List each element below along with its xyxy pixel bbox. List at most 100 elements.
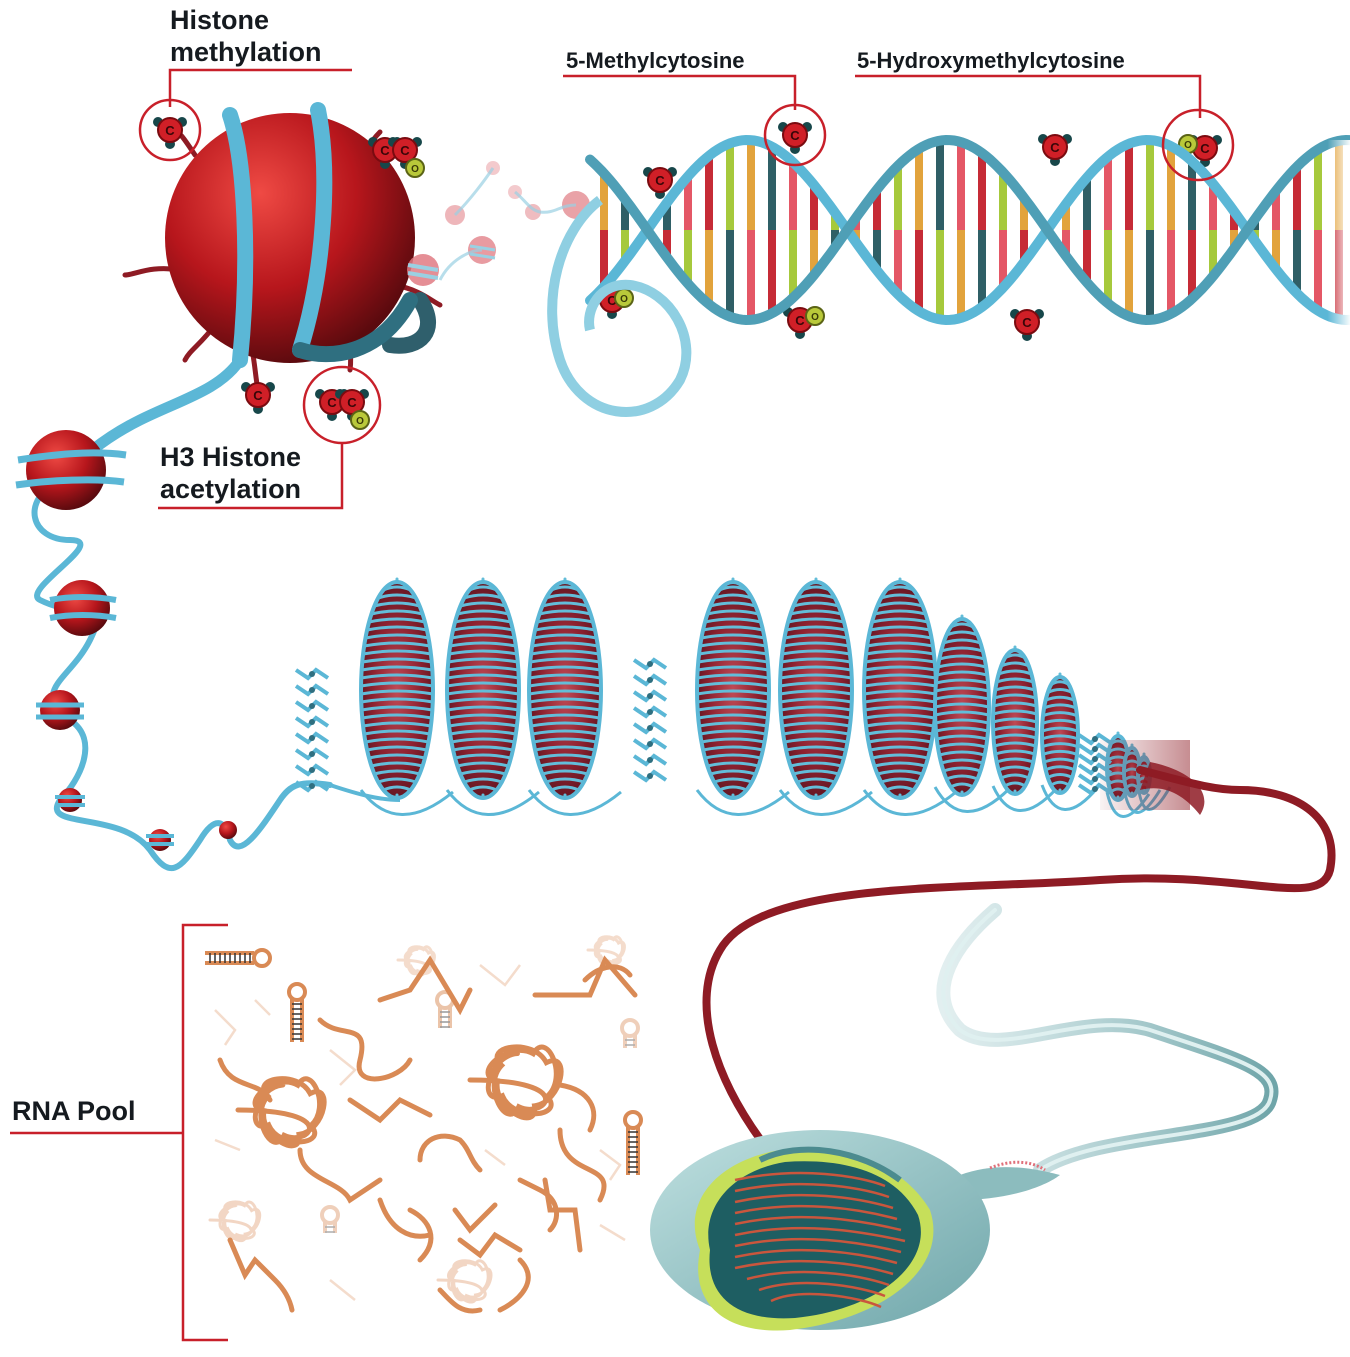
label-histone-methylation-line2: methylation — [170, 37, 322, 67]
carbon-atom-label: C — [1022, 315, 1032, 330]
protamine-toroid — [862, 577, 957, 816]
protamine-toroid — [695, 577, 790, 816]
rna-strand-faded — [329, 1049, 357, 1086]
rna-strand — [437, 1287, 483, 1314]
methyl-group-dna-2: C — [1038, 134, 1072, 166]
rna-tangle — [586, 935, 626, 967]
rna-strand-faded — [484, 1149, 506, 1166]
oxygen-atom-label: O — [1184, 140, 1192, 151]
rna-strand — [542, 1177, 583, 1253]
callout-ring-5hmc — [1161, 108, 1235, 182]
protamine-toroid — [1040, 672, 1100, 811]
callout-lines — [10, 68, 1235, 1342]
methyl-group-dna-4: C — [1010, 309, 1044, 341]
carbon-atom-label: C — [795, 313, 805, 328]
callout-acetylation — [158, 443, 344, 510]
rna-strand-faded — [254, 999, 271, 1016]
bracket-rna-pool — [10, 923, 228, 1342]
protamine-toroid — [527, 577, 622, 816]
dna-double-helix — [547, 134, 1350, 417]
carbon-atom-label: C — [253, 388, 263, 403]
rna-strand — [457, 1231, 523, 1259]
protamine-toroid — [991, 645, 1059, 812]
label-acetylation: acetylation — [160, 474, 302, 504]
protamine-toroid — [445, 577, 540, 816]
oxygen-atom-label: O — [356, 416, 364, 427]
sperm-midpiece — [960, 1167, 1060, 1200]
rna-hairpin — [620, 1018, 640, 1048]
carbon-atom-label: C — [165, 123, 175, 138]
rna-strand — [497, 1257, 531, 1313]
chromatin-strand-to-sperm — [702, 740, 1336, 1169]
hydroxymethyl-oxygen-dna-2: O — [614, 288, 634, 308]
histone-octamer-group — [54, 102, 590, 486]
beads-on-string — [15, 430, 333, 872]
rna-strand — [297, 1147, 383, 1204]
callout-ring-5mc — [763, 103, 827, 167]
histone-linker — [294, 667, 330, 793]
rna-strand — [532, 955, 638, 998]
carbon-atom-label: C — [347, 395, 357, 410]
rna-tangle — [235, 1076, 327, 1149]
callout-ring-methylation — [138, 98, 202, 162]
callout-histone-methylation — [168, 68, 352, 107]
callout-5hmc — [855, 74, 1202, 118]
methyl-group-histone-bottom: C — [241, 382, 275, 414]
label-h3-histone: H3 Histone — [160, 442, 302, 472]
rna-strand — [557, 1082, 597, 1133]
rna-tangle — [467, 1044, 564, 1121]
rna-strand-faded — [214, 1009, 237, 1046]
histone-core — [165, 113, 415, 363]
rna-strand-faded — [214, 1138, 241, 1152]
sperm-cell — [650, 903, 1279, 1331]
carbon-atom-label: C — [380, 143, 390, 158]
carbon-atom-label: C — [790, 128, 800, 143]
label-5-methylcytosine: 5-Methylcytosine — [566, 48, 745, 73]
small-nucleosomes — [407, 161, 590, 286]
rna-tangle — [396, 945, 436, 977]
rna-strand-faded — [329, 1279, 356, 1301]
rna-tangle — [208, 1200, 262, 1242]
rna-strand-faded — [599, 1223, 626, 1242]
rna-hairpin — [205, 948, 272, 968]
rna-hairpin — [623, 1110, 643, 1175]
rna-hairpin — [287, 982, 307, 1042]
carbon-atom-label: C — [400, 143, 410, 158]
oxygen-atom-label: O — [411, 164, 419, 175]
rna-strand — [452, 1202, 498, 1234]
rna-hairpin — [435, 990, 455, 1028]
methyl-group-5mc: C — [778, 122, 812, 154]
rna-strand — [557, 1127, 607, 1203]
carbon-atom-label: C — [607, 293, 617, 308]
rna-strand — [377, 955, 473, 1016]
methyl-group-histone: C — [153, 117, 187, 149]
rna-strand-faded — [599, 1149, 622, 1181]
carbon-atom-label: C — [327, 395, 337, 410]
oxygen-atom-label: O — [811, 312, 819, 323]
rna-strand — [417, 1133, 483, 1173]
rna-strand — [377, 1197, 433, 1239]
rna-pool-molecules — [205, 935, 643, 1314]
label-5-hydroxymethylcytosine: 5-Hydroxymethylcytosine — [857, 48, 1125, 73]
label-histone-methylation-line1: Histone — [170, 5, 270, 35]
rna-strand — [317, 1017, 413, 1082]
carbon-atom-label: C — [655, 173, 665, 188]
rna-strand — [227, 1237, 295, 1313]
callout-5mc — [563, 74, 797, 110]
rna-hairpin — [320, 1205, 340, 1233]
protamine-toroid — [778, 577, 873, 816]
protamine-toroid — [933, 614, 1011, 813]
condensed-nucleus — [734, 1171, 906, 1309]
oxygen-atom-label: O — [620, 294, 628, 305]
protamine-toroid — [359, 577, 454, 816]
rna-strand — [407, 1207, 434, 1263]
rna-strand-faded — [479, 964, 521, 987]
carbon-atom-label: C — [1050, 140, 1060, 155]
acetyl-oxygen-top: O — [405, 158, 425, 178]
rna-strand — [347, 1096, 433, 1124]
acetyl-oxygen-bottom: O — [350, 410, 370, 430]
label-rna-pool: RNA Pool — [12, 1096, 136, 1126]
histone-linker — [632, 657, 668, 783]
